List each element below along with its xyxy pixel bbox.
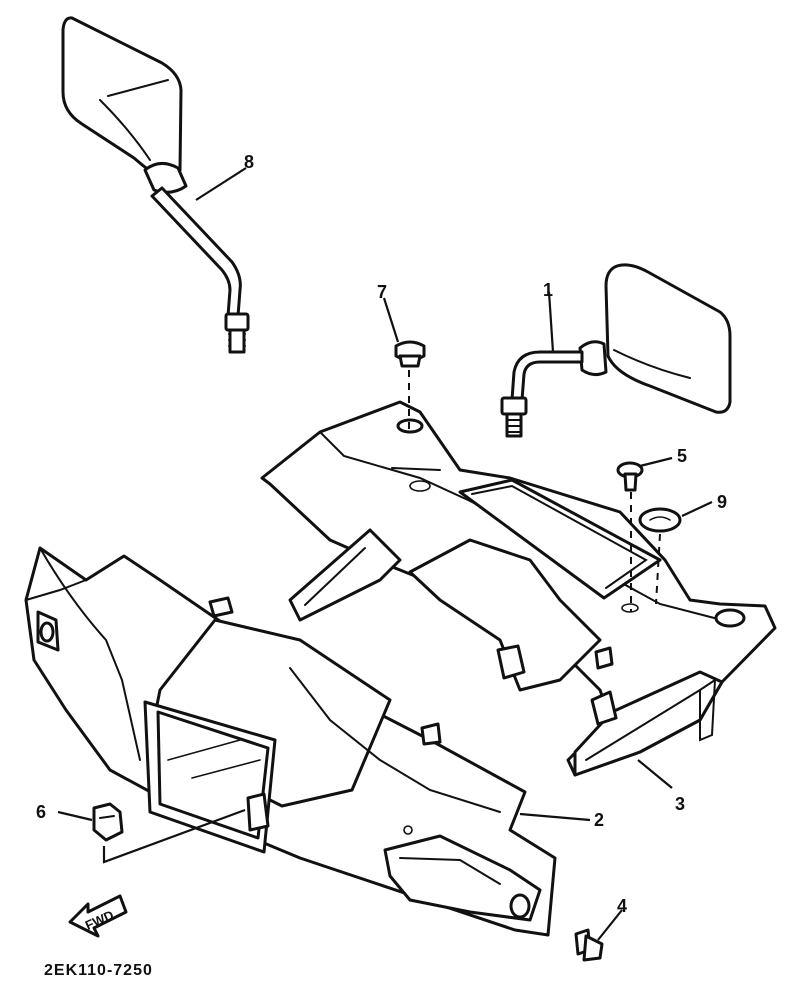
fwd-arrow-icon: FWD [68, 894, 128, 938]
callout-2: 2 [594, 810, 604, 830]
mirror-right [500, 263, 732, 438]
bolt-4 [574, 928, 604, 962]
callout-4: 4 [617, 896, 627, 916]
nut-clip-6 [92, 802, 124, 842]
callout-6: 6 [36, 802, 46, 822]
grommet-7 [394, 340, 426, 368]
callout-1: 1 [543, 280, 553, 300]
callout-3: 3 [675, 794, 685, 814]
washer-9 [638, 507, 682, 533]
headlight-cover [24, 546, 557, 937]
callout-8: 8 [244, 152, 254, 172]
screw-5 [616, 461, 644, 492]
callout-9: 9 [717, 492, 727, 512]
callout-7: 7 [377, 282, 387, 302]
mirror-left [61, 16, 250, 354]
upper-cover [260, 400, 777, 777]
diagram-code: 2EK110-7250 [44, 962, 153, 979]
callout-5: 5 [677, 446, 687, 466]
